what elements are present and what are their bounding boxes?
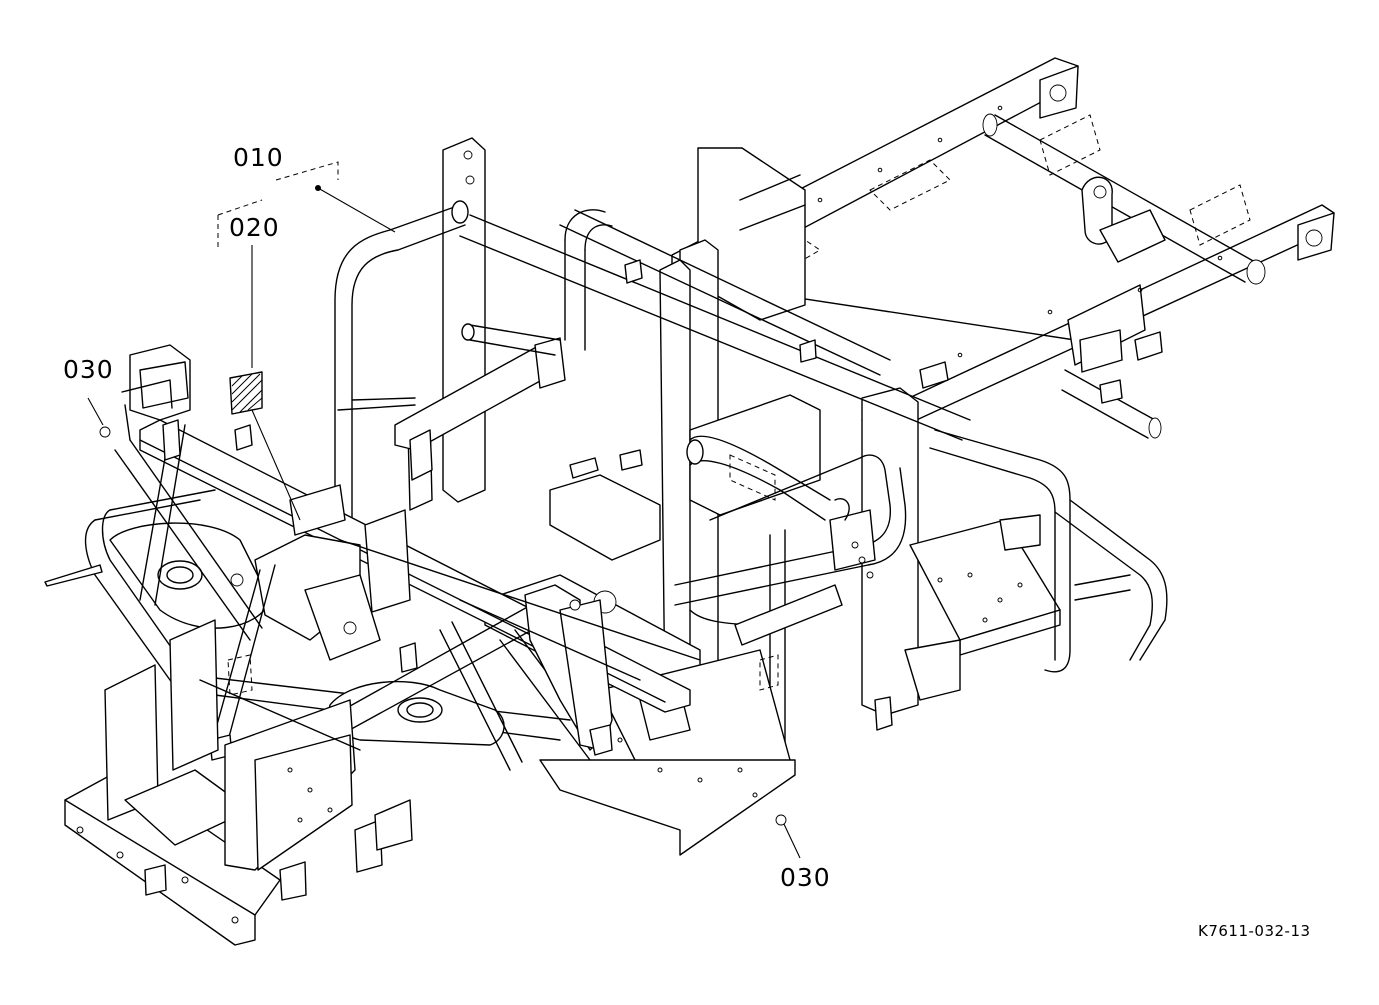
front-bumper-box: [64, 619, 413, 946]
front-left-upright: [121, 344, 191, 461]
center-tunnel-tube: [686, 435, 831, 521]
callout-030-left: 030: [63, 355, 114, 384]
right-step-panel: [904, 514, 1061, 701]
upper-cross-tubes: [459, 209, 971, 441]
front-cradle: [44, 484, 571, 746]
mounting-brackets: [234, 259, 1163, 731]
right-guard-hoop: [674, 454, 907, 751]
bolt-030-bottom: [775, 814, 787, 826]
bolt-030-left: [99, 426, 111, 438]
callout-030-bottom: 030: [780, 863, 831, 892]
cradle-right-upright: [524, 584, 613, 756]
left-guard-hoop: [334, 200, 469, 529]
callout-leaders: [87, 161, 801, 859]
drawing-code: K7611-032-13: [1198, 922, 1311, 940]
callout-020: 020: [229, 213, 280, 242]
under-frame-rails: [227, 539, 779, 696]
callout-010: 010: [233, 143, 284, 172]
right-rear-hoop: [929, 429, 1168, 673]
